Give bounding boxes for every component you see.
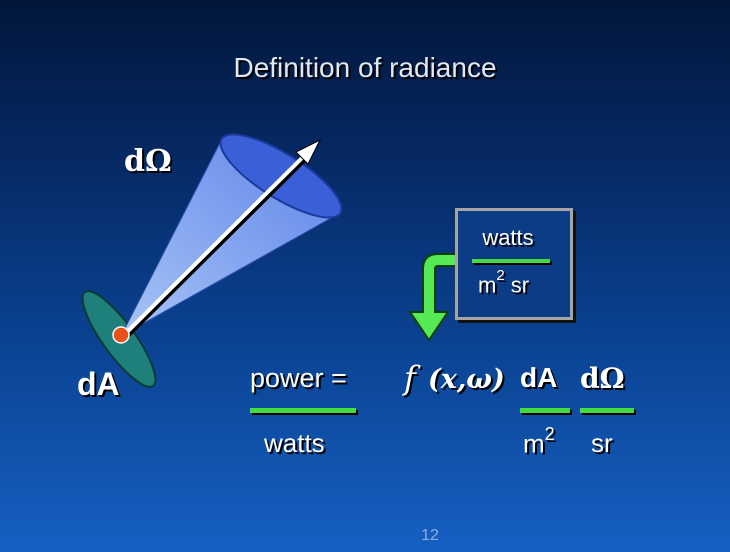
units-box: watts m2 sr <box>455 208 573 320</box>
page-number: 12 <box>0 527 730 545</box>
area-unit: m2 <box>523 427 555 460</box>
solid-angle-unit: sr <box>591 428 613 459</box>
differential-area: dA <box>520 362 557 394</box>
area-label: dA <box>77 366 120 403</box>
green-curved-arrow <box>410 254 458 340</box>
solid-angle-label: dΩ <box>124 144 172 179</box>
differential-solid-angle: dΩ <box>580 362 625 395</box>
domega-underline <box>580 408 634 413</box>
source-point <box>113 327 129 343</box>
function-args: (x,ω) <box>428 364 505 395</box>
units-fraction-bar <box>472 259 550 263</box>
power-underline <box>250 408 356 413</box>
equation-lhs: power = <box>250 363 347 394</box>
function-f: f <box>404 359 416 397</box>
units-denominator: m2 sr <box>478 271 529 298</box>
units-numerator: watts <box>458 225 558 251</box>
power-unit: watts <box>264 428 325 459</box>
da-underline <box>520 408 570 413</box>
